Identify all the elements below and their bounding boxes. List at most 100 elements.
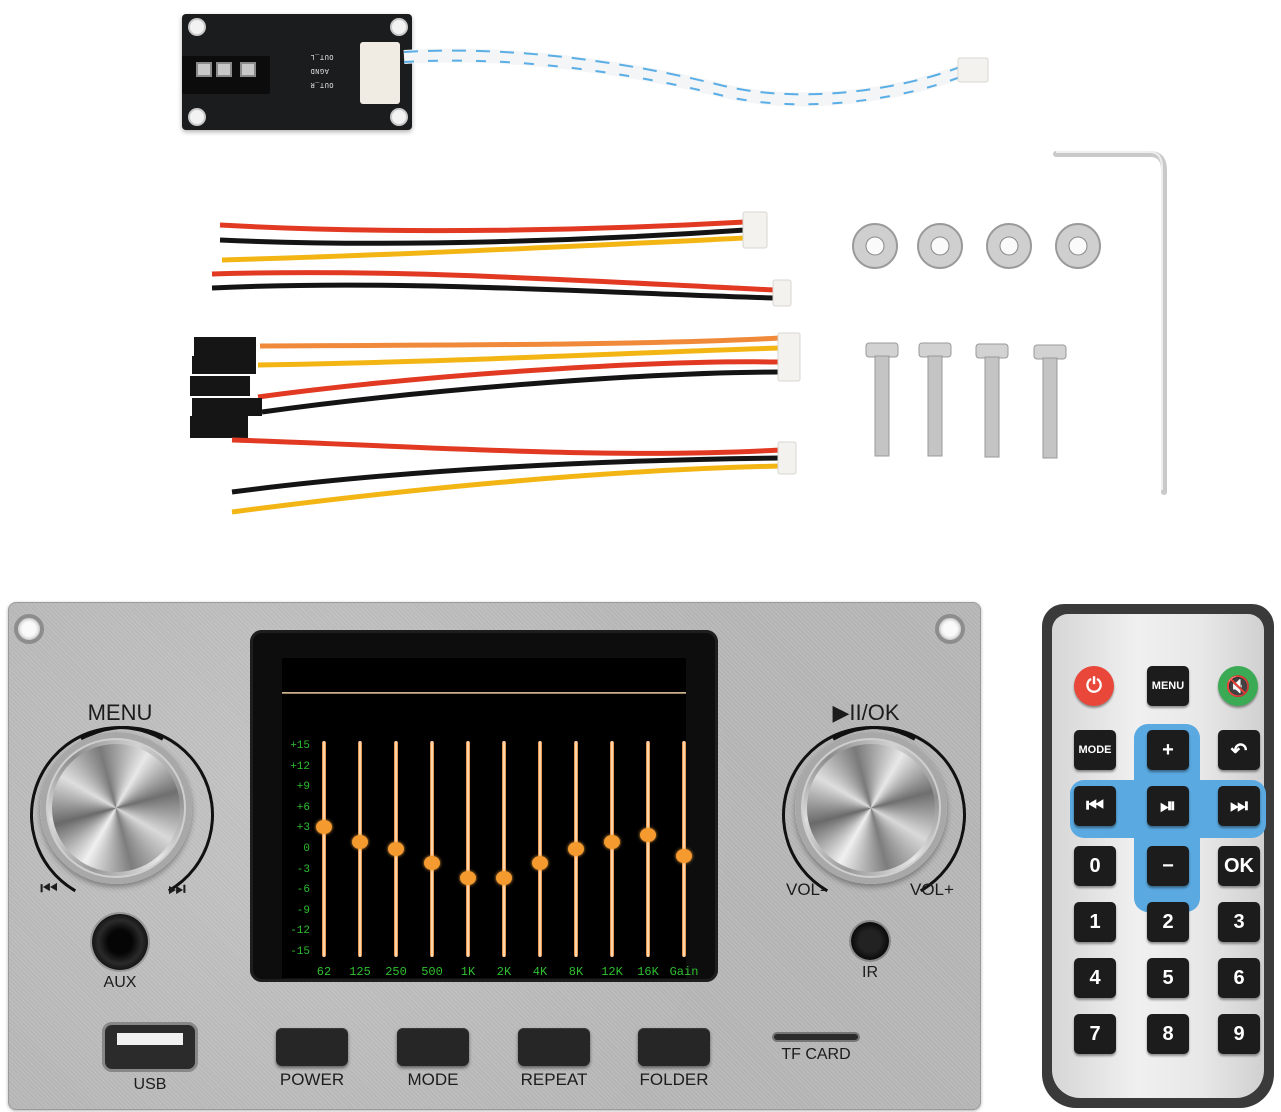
eq-slider-handle[interactable]: [460, 870, 476, 885]
screw: [1033, 344, 1067, 459]
power-button[interactable]: [276, 1028, 348, 1066]
remote-digit-7-button[interactable]: 7: [1074, 1014, 1116, 1054]
eq-scale-tick: -9: [296, 904, 310, 917]
panel-mount-hole: [935, 614, 965, 644]
headphone-jack-socket: [182, 56, 270, 94]
eq-track: [646, 741, 650, 957]
eq-track: [466, 741, 470, 957]
nut: [852, 223, 898, 269]
remote-digit-0-button[interactable]: 0: [1074, 846, 1116, 886]
eq-track: [502, 741, 506, 957]
eq-band-label: 12K: [601, 965, 623, 979]
eq-track: [538, 741, 542, 957]
eq-slider-handle[interactable]: [352, 834, 368, 849]
remote-play-pause-button[interactable]: ⏯: [1147, 786, 1189, 826]
wire-harness-2pin: [211, 270, 792, 307]
eq-slider-handle[interactable]: [388, 842, 404, 856]
repeat-button[interactable]: [518, 1028, 590, 1066]
eq-band-slider[interactable]: 8K: [564, 741, 588, 979]
remote-digit-3-button[interactable]: 3: [1218, 902, 1260, 942]
usb-port[interactable]: [102, 1022, 198, 1072]
hex-key-highlight: [1056, 151, 1163, 490]
eq-scale-tick: -3: [296, 863, 310, 876]
eq-band-slider[interactable]: 16K: [636, 741, 660, 979]
eq-band-slider[interactable]: 62: [312, 741, 336, 979]
pcb-mount-hole: [188, 18, 206, 36]
remote-prev-button[interactable]: ⏮: [1074, 786, 1116, 826]
eq-band-slider[interactable]: 2K: [492, 741, 516, 979]
eq-band-label: 1K: [460, 965, 476, 979]
eq-track: [682, 741, 686, 957]
volume-up-label: VOL+: [910, 880, 954, 899]
eq-band-label: 16K: [637, 965, 659, 979]
aux-input-jack[interactable]: [92, 914, 148, 970]
tf-card-slot[interactable]: [772, 1032, 860, 1042]
eq-scale-tick: 0: [303, 843, 310, 855]
remote-menu-button[interactable]: MENU: [1147, 666, 1189, 706]
remote-mute-button[interactable]: 🔇: [1218, 666, 1258, 706]
eq-band-label: 500: [421, 965, 443, 979]
remote-digit-1-button[interactable]: 1: [1074, 902, 1116, 942]
menu-knob-label: MENU: [87, 700, 153, 725]
remote-next-button[interactable]: ⏭: [1218, 786, 1260, 826]
folder-button[interactable]: [638, 1028, 710, 1066]
eq-band-slider[interactable]: 500: [420, 741, 444, 979]
eq-band-slider[interactable]: 1K: [456, 741, 480, 979]
hex-key: [1053, 151, 1167, 495]
eq-track: [610, 741, 614, 957]
menu-knob[interactable]: [40, 732, 192, 884]
eq-band-label: 62: [316, 965, 332, 979]
eq-scale-tick: -6: [296, 884, 310, 897]
machine-screws: [865, 342, 1067, 459]
mode-button[interactable]: [397, 1028, 469, 1066]
accessories-drawing: [190, 48, 1167, 515]
audio-jack-pcb-module: OUT_L AGND OUT_R: [182, 14, 412, 130]
wire-harness-3pin-b: [231, 437, 797, 515]
eq-scale-tick: +9: [296, 781, 310, 794]
screw: [975, 343, 1009, 458]
eq-slider-handle[interactable]: [532, 856, 548, 871]
eq-scale-tick: +3: [296, 822, 310, 835]
eq-slider-handle[interactable]: [676, 849, 692, 864]
remote-power-button[interactable]: ⏻: [1074, 666, 1114, 706]
eq-track: [430, 741, 434, 957]
screw: [865, 342, 899, 457]
pcb-mount-hole: [390, 18, 408, 36]
eq-band-slider[interactable]: 4K: [528, 741, 552, 979]
eq-slider-handle[interactable]: [604, 834, 620, 849]
remote-digit-9-button[interactable]: 9: [1218, 1014, 1260, 1054]
remote-back-button[interactable]: ↶: [1218, 730, 1260, 770]
display-divider: [282, 692, 686, 694]
eq-slider-handle[interactable]: [424, 856, 440, 871]
remote-plus-button[interactable]: +: [1147, 730, 1189, 770]
eq-slider-handle[interactable]: [640, 827, 656, 842]
eq-slider-handle[interactable]: [496, 870, 512, 885]
eq-band-label: 8K: [568, 965, 584, 979]
eq-track: [358, 741, 362, 957]
remote-digit-2-button[interactable]: 2: [1147, 902, 1189, 942]
remote-digit-6-button[interactable]: 6: [1218, 958, 1260, 998]
remote-mode-button[interactable]: MODE: [1074, 730, 1116, 770]
wire-harness-3pin-a: [219, 211, 768, 263]
eq-band-slider[interactable]: 250: [384, 741, 408, 979]
remote-ok-button[interactable]: OK: [1218, 846, 1260, 886]
ir-label: IR: [862, 964, 878, 981]
remote-minus-button[interactable]: −: [1147, 846, 1189, 886]
remote-digit-8-button[interactable]: 8: [1147, 1014, 1189, 1054]
remote-digit-5-button[interactable]: 5: [1147, 958, 1189, 998]
volume-ok-knob[interactable]: [795, 732, 947, 884]
hex-nuts: [852, 223, 1101, 269]
eq-slider-handle[interactable]: [316, 820, 332, 835]
remote-digit-4-button[interactable]: 4: [1074, 958, 1116, 998]
eq-band-slider[interactable]: 12K: [600, 741, 624, 979]
eq-slider-handle[interactable]: [568, 842, 584, 856]
aux-label: AUX: [103, 974, 137, 991]
eq-band-slider[interactable]: 125: [348, 741, 372, 979]
eq-band-slider[interactable]: Gain: [670, 741, 698, 979]
ir-receiver: [851, 922, 889, 960]
pcb-cable-connector: [360, 42, 400, 104]
wire-harness-4pin-dupont: [190, 332, 801, 438]
usb-label: USB: [133, 1076, 167, 1093]
folder-button-label: FOLDER: [639, 1070, 709, 1089]
